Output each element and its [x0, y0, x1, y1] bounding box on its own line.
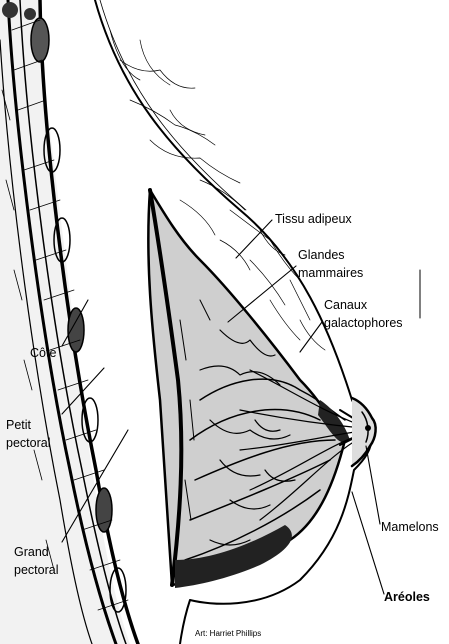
label-galactophores: galactophores: [324, 316, 403, 330]
leader-areoles: [352, 492, 384, 594]
label-areoles: Aréoles: [384, 590, 430, 604]
label-glandes: Glandes: [298, 248, 345, 262]
label-mammaires: mammaires: [298, 266, 363, 280]
leader-glandes: [228, 266, 296, 322]
artist-credit: Art: Harriet Phillips: [195, 629, 261, 638]
label-grand-pectoral: pectoral: [14, 563, 58, 577]
leader-tissu: [236, 220, 272, 258]
label-grand: Grand: [14, 545, 49, 559]
label-mamelons: Mamelons: [381, 520, 439, 534]
label-petit: Petit: [6, 418, 31, 432]
label-canaux: Canaux: [324, 298, 367, 312]
nipple-areola: [352, 398, 376, 466]
label-cote: Côte: [30, 346, 56, 360]
label-tissu-adipeux: Tissu adipeux: [275, 212, 352, 226]
label-petit-pectoral: pectoral: [6, 436, 50, 450]
leader-mamelons: [366, 446, 380, 524]
